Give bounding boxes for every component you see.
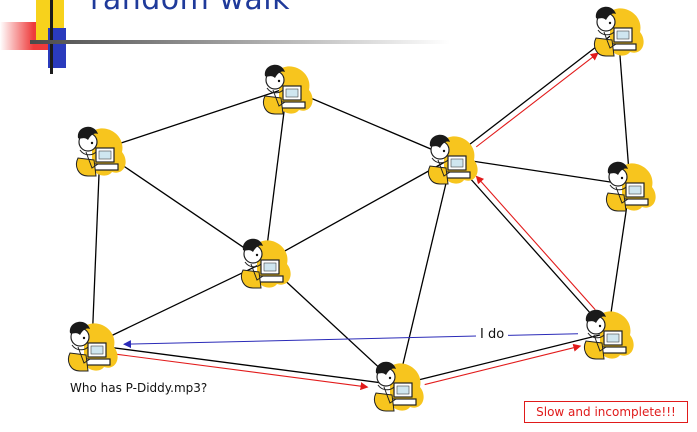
person-at-computer-icon (427, 134, 479, 185)
conclusion-callout: Slow and incomplete!!! (524, 401, 688, 423)
edge-n-bottom-left-n-bottom-center (91, 344, 399, 386)
peer-node-top-right (593, 6, 645, 57)
edge-n-top-center-n-center (264, 87, 288, 263)
edge-n-top-center-n-center-right (286, 87, 453, 159)
person-at-computer-icon (583, 309, 635, 360)
peer-node-bottom-right (583, 309, 635, 360)
person-at-computer-icon (605, 161, 657, 212)
peer-node-center-right (427, 134, 479, 185)
title-decoration-bar (50, 0, 53, 74)
person-at-computer-icon (262, 64, 314, 115)
person-at-computer-icon (240, 238, 292, 289)
edge-n-center-n-center-right (264, 157, 453, 263)
reply-label: I do (476, 327, 509, 342)
person-at-computer-icon (373, 361, 425, 412)
peer-node-top-center (262, 64, 314, 115)
edge-n-center-right-n-right (451, 157, 631, 186)
peer-node-bottom-center (373, 361, 425, 412)
title-rule (30, 40, 450, 44)
walk-arrow-2 (424, 343, 582, 386)
peer-node-right (605, 161, 657, 212)
edge-n-left-n-center (99, 149, 266, 263)
slide-title: random walk (90, 0, 290, 17)
edge-n-top-right-n-right (617, 29, 631, 186)
edge-n-center-right-n-bottom-center (397, 157, 453, 386)
peer-node-bottom-left (67, 321, 119, 372)
walk-arrow-3 (475, 175, 596, 310)
peer-node-center (240, 238, 292, 289)
query-label: Who has P-Diddy.mp3? (70, 381, 208, 395)
edge-n-left-n-bottom-left (91, 149, 101, 346)
edge-n-bottom-center-n-bottom-right (397, 332, 609, 386)
person-at-computer-icon (75, 126, 127, 177)
person-at-computer-icon (67, 321, 119, 372)
edge-n-center-n-bottom-center (264, 261, 399, 386)
edge-n-center-right-n-bottom-right (451, 157, 609, 334)
walk-arrow-4 (475, 52, 599, 148)
edge-n-center-n-bottom-left (91, 261, 266, 346)
edge-n-center-right-n-top-right (451, 29, 619, 159)
person-at-computer-icon (593, 6, 645, 57)
peer-node-left (75, 126, 127, 177)
walk-arrow-1 (116, 353, 369, 391)
edge-n-top-center-n-left (99, 87, 288, 151)
reply-arrow (122, 333, 579, 349)
